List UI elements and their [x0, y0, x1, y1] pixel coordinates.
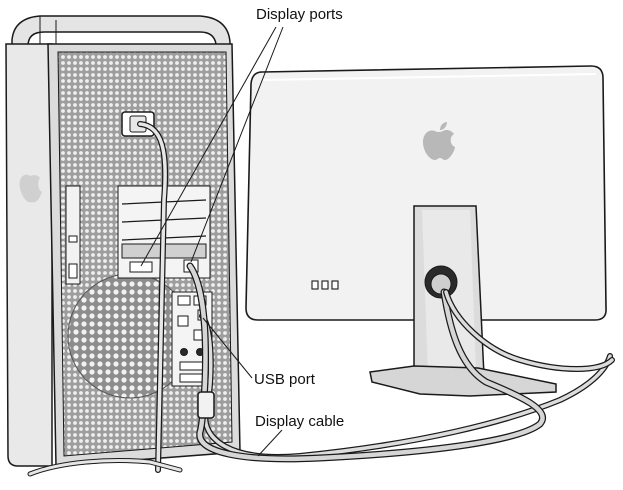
display-back-panel: [245, 65, 607, 321]
cables: [27, 121, 615, 477]
callout-usb-port: USB port: [254, 371, 315, 388]
callout-leaders: [140, 26, 284, 457]
display-ports-row: [311, 280, 339, 290]
leader-display-ports-mini: [190, 26, 284, 263]
leader-display-cable: [257, 429, 283, 457]
callout-display-cable: Display cable: [255, 413, 345, 430]
display-stand-foot: [369, 365, 557, 397]
display-back-highlight: [261, 73, 597, 81]
leader-usb-port: [202, 317, 253, 379]
display-monitor: [245, 65, 607, 397]
apple-logo-icon: [19, 174, 42, 203]
display-port-dvi: [129, 261, 153, 273]
apple-logo-icon: [423, 122, 455, 160]
callout-display-ports: Display ports: [256, 6, 343, 23]
tower-side-panel: [5, 43, 53, 467]
cable-connector: [197, 391, 215, 419]
left-port-column: [65, 185, 81, 285]
leader-display-ports-dvi: [140, 26, 277, 267]
